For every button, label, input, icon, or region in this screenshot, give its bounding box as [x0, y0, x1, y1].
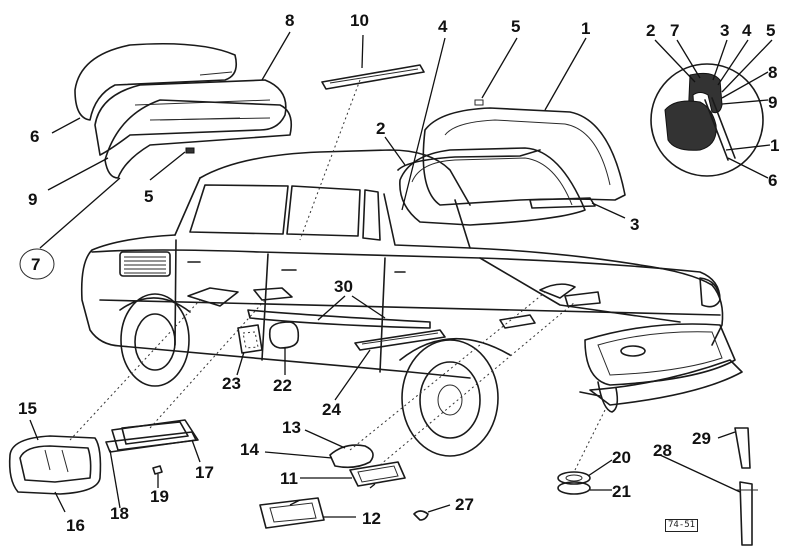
callout-5-detail: 5	[766, 21, 776, 40]
callout-22: 22	[273, 376, 292, 395]
callout-1-detail: 1	[770, 136, 780, 155]
callout-2-windshield: 2	[376, 119, 386, 138]
callout-28: 28	[653, 441, 672, 460]
callout-8-left: 8	[285, 11, 295, 30]
callout-6-detail: 6	[768, 171, 778, 190]
callout-11: 11	[280, 469, 298, 488]
callout-10: 10	[350, 11, 369, 30]
callout-7-circle	[19, 248, 55, 280]
car-body	[80, 149, 743, 457]
callout-17: 17	[195, 463, 214, 482]
callout-18: 18	[110, 504, 129, 523]
callout-29: 29	[692, 429, 711, 448]
callout-7-left: 7	[31, 255, 41, 274]
callout-4-top: 4	[438, 17, 448, 36]
callout-23: 23	[222, 374, 241, 393]
callout-13: 13	[282, 418, 301, 437]
windshield-seals	[397, 99, 626, 226]
callout-5-top: 5	[511, 17, 521, 36]
callout-8-detail: 8	[768, 63, 778, 82]
callout-27: 27	[455, 495, 474, 514]
callout-2-detail: 2	[646, 21, 656, 40]
callout-6-left: 6	[30, 127, 40, 146]
section-detail	[650, 63, 764, 177]
part-10-strip	[321, 64, 425, 90]
callout-14: 14	[240, 440, 259, 459]
callout-21: 21	[612, 482, 631, 501]
callout-9-left: 9	[28, 190, 38, 209]
rear-window-seals	[74, 42, 293, 179]
callout-12: 12	[362, 509, 381, 528]
small-parts	[8, 283, 758, 546]
callout-9-detail: 9	[768, 93, 778, 112]
callout-3-detail: 3	[720, 21, 730, 40]
callout-3-windshield: 3	[630, 215, 640, 234]
callout-19: 19	[150, 487, 169, 506]
callout-5-left: 5	[144, 187, 154, 206]
callout-16: 16	[66, 516, 85, 535]
drawing-stamp: 74-51	[665, 519, 699, 532]
callout-1-top: 1	[581, 19, 591, 38]
callout-24: 24	[322, 400, 341, 419]
callout-20: 20	[612, 448, 631, 467]
callout-4-detail: 4	[742, 21, 752, 40]
callout-7-detail: 7	[670, 21, 680, 40]
callout-15: 15	[18, 399, 37, 418]
callout-30: 30	[334, 277, 353, 296]
leader-lines	[29, 31, 773, 518]
